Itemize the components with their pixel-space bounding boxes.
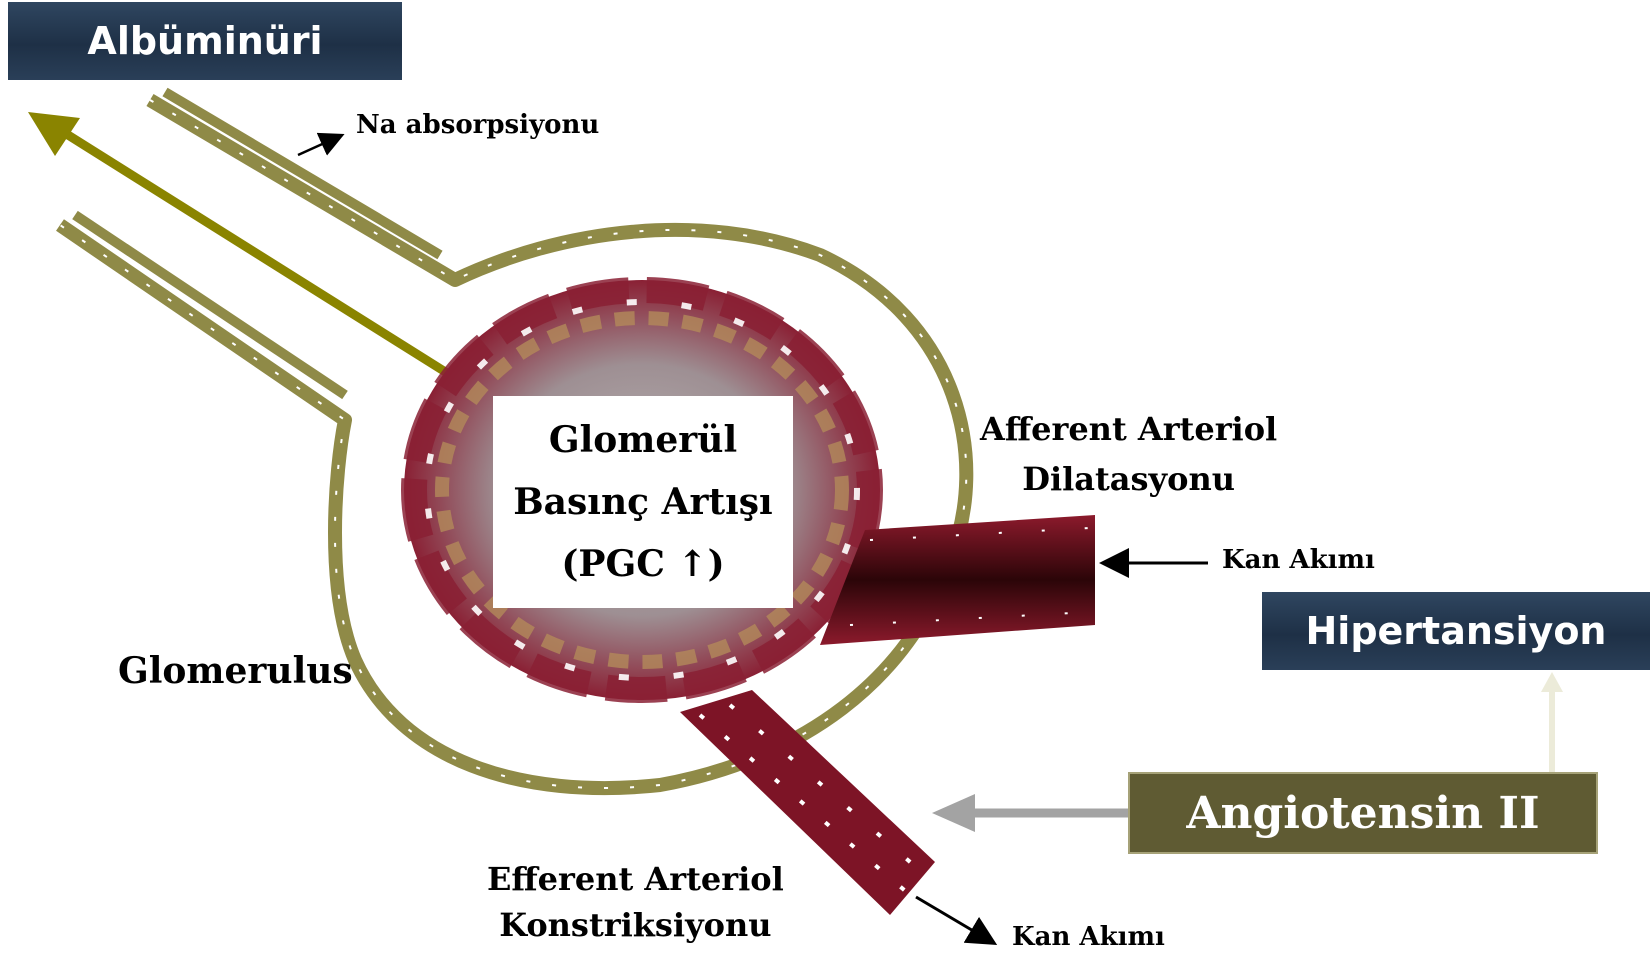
glomerulus-label: Glomerulus [118, 650, 353, 692]
albuminuri-banner: Albüminüri [8, 2, 402, 80]
hipertansiyon-banner: Hipertansiyon [1262, 592, 1650, 670]
afferent-label-line2: Dilatasyonu [980, 454, 1277, 504]
angiotensin-to-efferent-arrow [932, 794, 1128, 832]
na-absorption-arrow [298, 136, 340, 155]
angiotensin-to-hypertension-arrow [1541, 672, 1563, 772]
blood-flow-label-afferent: Kan Akımı [1222, 545, 1375, 575]
center-box-line3: (PGC ↑) [561, 533, 724, 595]
center-box-line2: Basınç Artışı [513, 471, 772, 533]
angiotensin-box: Angiotensin II [1128, 772, 1598, 854]
blood-flow-label-efferent: Kan Akımı [1012, 922, 1165, 952]
afferent-label-line1: Afferent Arteriol [980, 404, 1277, 454]
glomerular-pressure-box: Glomerül Basınç Artışı (PGC ↑) [493, 396, 793, 608]
afferent-label: Afferent Arteriol Dilatasyonu [980, 404, 1277, 504]
na-absorption-label: Na absorpsiyonu [356, 110, 599, 140]
center-box-line1: Glomerül [549, 409, 737, 471]
efferent-label-line1: Efferent Arteriol [487, 856, 784, 902]
efferent-label-line2: Konstriksiyonu [487, 902, 784, 948]
efferent-label: Efferent Arteriol Konstriksiyonu [487, 856, 784, 948]
efferent-blood-flow-arrow [916, 897, 992, 942]
